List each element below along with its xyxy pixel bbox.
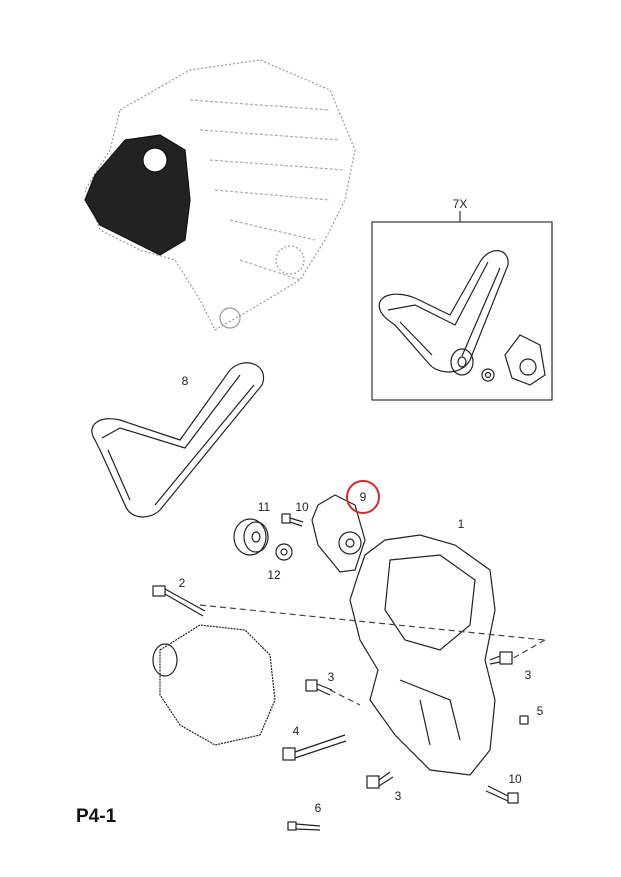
small-bolt	[287, 821, 321, 831]
bolt-right	[489, 651, 513, 665]
bolt-left	[305, 679, 333, 696]
kit-inset-box	[371, 221, 553, 401]
callout-8: 8	[181, 374, 189, 388]
idler-pulley	[233, 518, 269, 556]
callout-3-right: 3	[524, 668, 532, 682]
callout-3-bottom: 3	[394, 789, 402, 803]
long-bolt	[282, 734, 347, 761]
callout-11: 11	[257, 500, 271, 514]
tensioner-bolt	[281, 513, 304, 527]
callout-3-left: 3	[327, 670, 335, 684]
callout-9: 9	[359, 490, 367, 504]
highlight-circle	[346, 480, 380, 514]
mounting-bracket	[349, 534, 496, 776]
engine-illustration	[84, 59, 356, 331]
bracket-bolt	[485, 785, 519, 804]
inset-belt	[378, 250, 509, 373]
callout-4: 4	[292, 724, 300, 738]
page-code: P4-1	[76, 806, 117, 827]
bolt-bottom	[366, 771, 394, 789]
alternator	[152, 624, 276, 746]
callout-12: 12	[267, 568, 281, 582]
callout-10: 10	[295, 500, 309, 514]
dowel	[519, 715, 529, 725]
callout-10-bottom: 10	[508, 772, 522, 786]
alternator-bolt	[152, 585, 206, 617]
leader-lines	[199, 604, 546, 706]
pulley-bolt	[275, 543, 293, 561]
inset-pulley	[450, 348, 474, 376]
callout-2: 2	[178, 576, 186, 590]
callout-5: 5	[536, 704, 544, 718]
callout-1: 1	[457, 517, 465, 531]
inset-tensioner	[504, 334, 546, 386]
belt-tensioner	[311, 494, 366, 573]
inset-label: 7X	[452, 197, 468, 211]
callout-6: 6	[314, 801, 322, 815]
inset-washer	[481, 368, 495, 382]
drive-belt	[91, 362, 265, 518]
